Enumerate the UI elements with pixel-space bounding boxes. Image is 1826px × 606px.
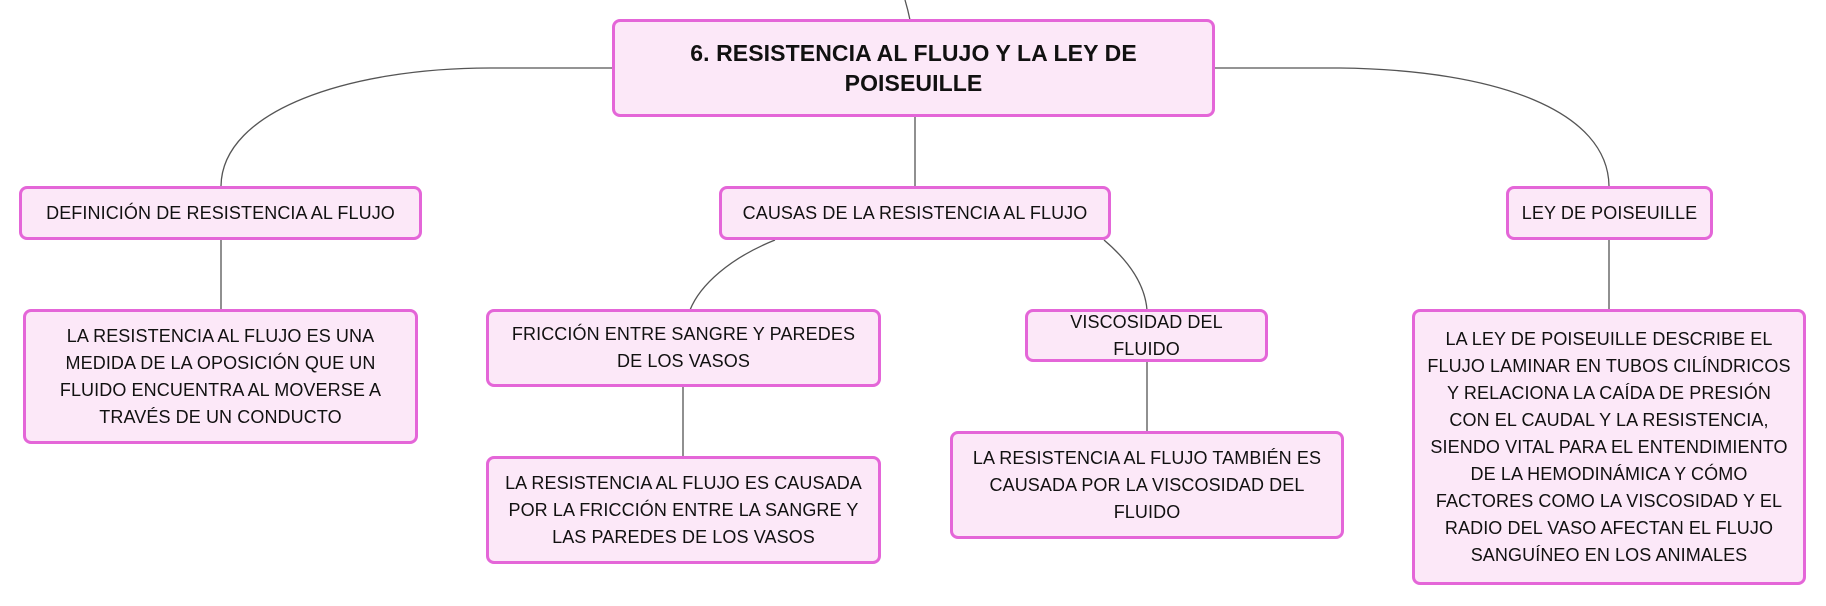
subtopic-viscosidad-label: VISCOSIDAD DEL FLUIDO <box>1070 311 1223 359</box>
connector-root-ley <box>1215 67 1610 187</box>
root-topic[interactable]: 6. RESISTENCIA AL FLUJO Y LA LEY DE POIS… <box>612 19 1215 117</box>
topic-ley-poiseuille-label: LEY DE POISEUILLE <box>1521 202 1698 223</box>
subtopic-definicion-desc[interactable]: LA RESISTENCIA AL FLUJO ES UNA MEDIDA DE… <box>23 309 418 444</box>
subtopic-ley-desc[interactable]: LA LEY DE POISEUILLE DESCRIBE EL FLUJO L… <box>1412 309 1806 585</box>
topic-definicion[interactable]: DEFINICIÓN DE RESISTENCIA AL FLUJO <box>19 186 422 240</box>
connector-root-definicion <box>220 67 612 187</box>
subtopic-friccion-desc[interactable]: LA RESISTENCIA AL FLUJO ES CAUSADA POR L… <box>486 456 881 564</box>
topic-causas[interactable]: CAUSAS DE LA RESISTENCIA AL FLUJO <box>719 186 1111 240</box>
subtopic-definicion-desc-label: LA RESISTENCIA AL FLUJO ES UNA MEDIDA DE… <box>59 325 382 427</box>
subtopic-viscosidad[interactable]: VISCOSIDAD DEL FLUIDO <box>1025 309 1268 362</box>
subtopic-viscosidad-desc-label: LA RESISTENCIA AL FLUJO TAMBIÉN ES CAUSA… <box>972 447 1322 522</box>
subtopic-friccion-label: FRICCIÓN ENTRE SANGRE Y PAREDES DE LOS V… <box>511 324 856 371</box>
topic-causas-label: CAUSAS DE LA RESISTENCIA AL FLUJO <box>742 202 1088 223</box>
connector-causas-friccion <box>689 239 776 311</box>
connector-causas-viscosidad <box>1103 239 1148 311</box>
topic-ley-poiseuille[interactable]: LEY DE POISEUILLE <box>1506 186 1713 240</box>
subtopic-viscosidad-desc[interactable]: LA RESISTENCIA AL FLUJO TAMBIÉN ES CAUSA… <box>950 431 1344 539</box>
subtopic-friccion-desc-label: LA RESISTENCIA AL FLUJO ES CAUSADA POR L… <box>505 472 862 547</box>
subtopic-ley-desc-label: LA LEY DE POISEUILLE DESCRIBE EL FLUJO L… <box>1427 328 1791 565</box>
topic-definicion-label: DEFINICIÓN DE RESISTENCIA AL FLUJO <box>46 202 395 223</box>
root-topic-label: 6. RESISTENCIA AL FLUJO Y LA LEY DE POIS… <box>690 40 1137 96</box>
subtopic-friccion[interactable]: FRICCIÓN ENTRE SANGRE Y PAREDES DE LOS V… <box>486 309 881 387</box>
connector-to-parent <box>904 0 911 21</box>
